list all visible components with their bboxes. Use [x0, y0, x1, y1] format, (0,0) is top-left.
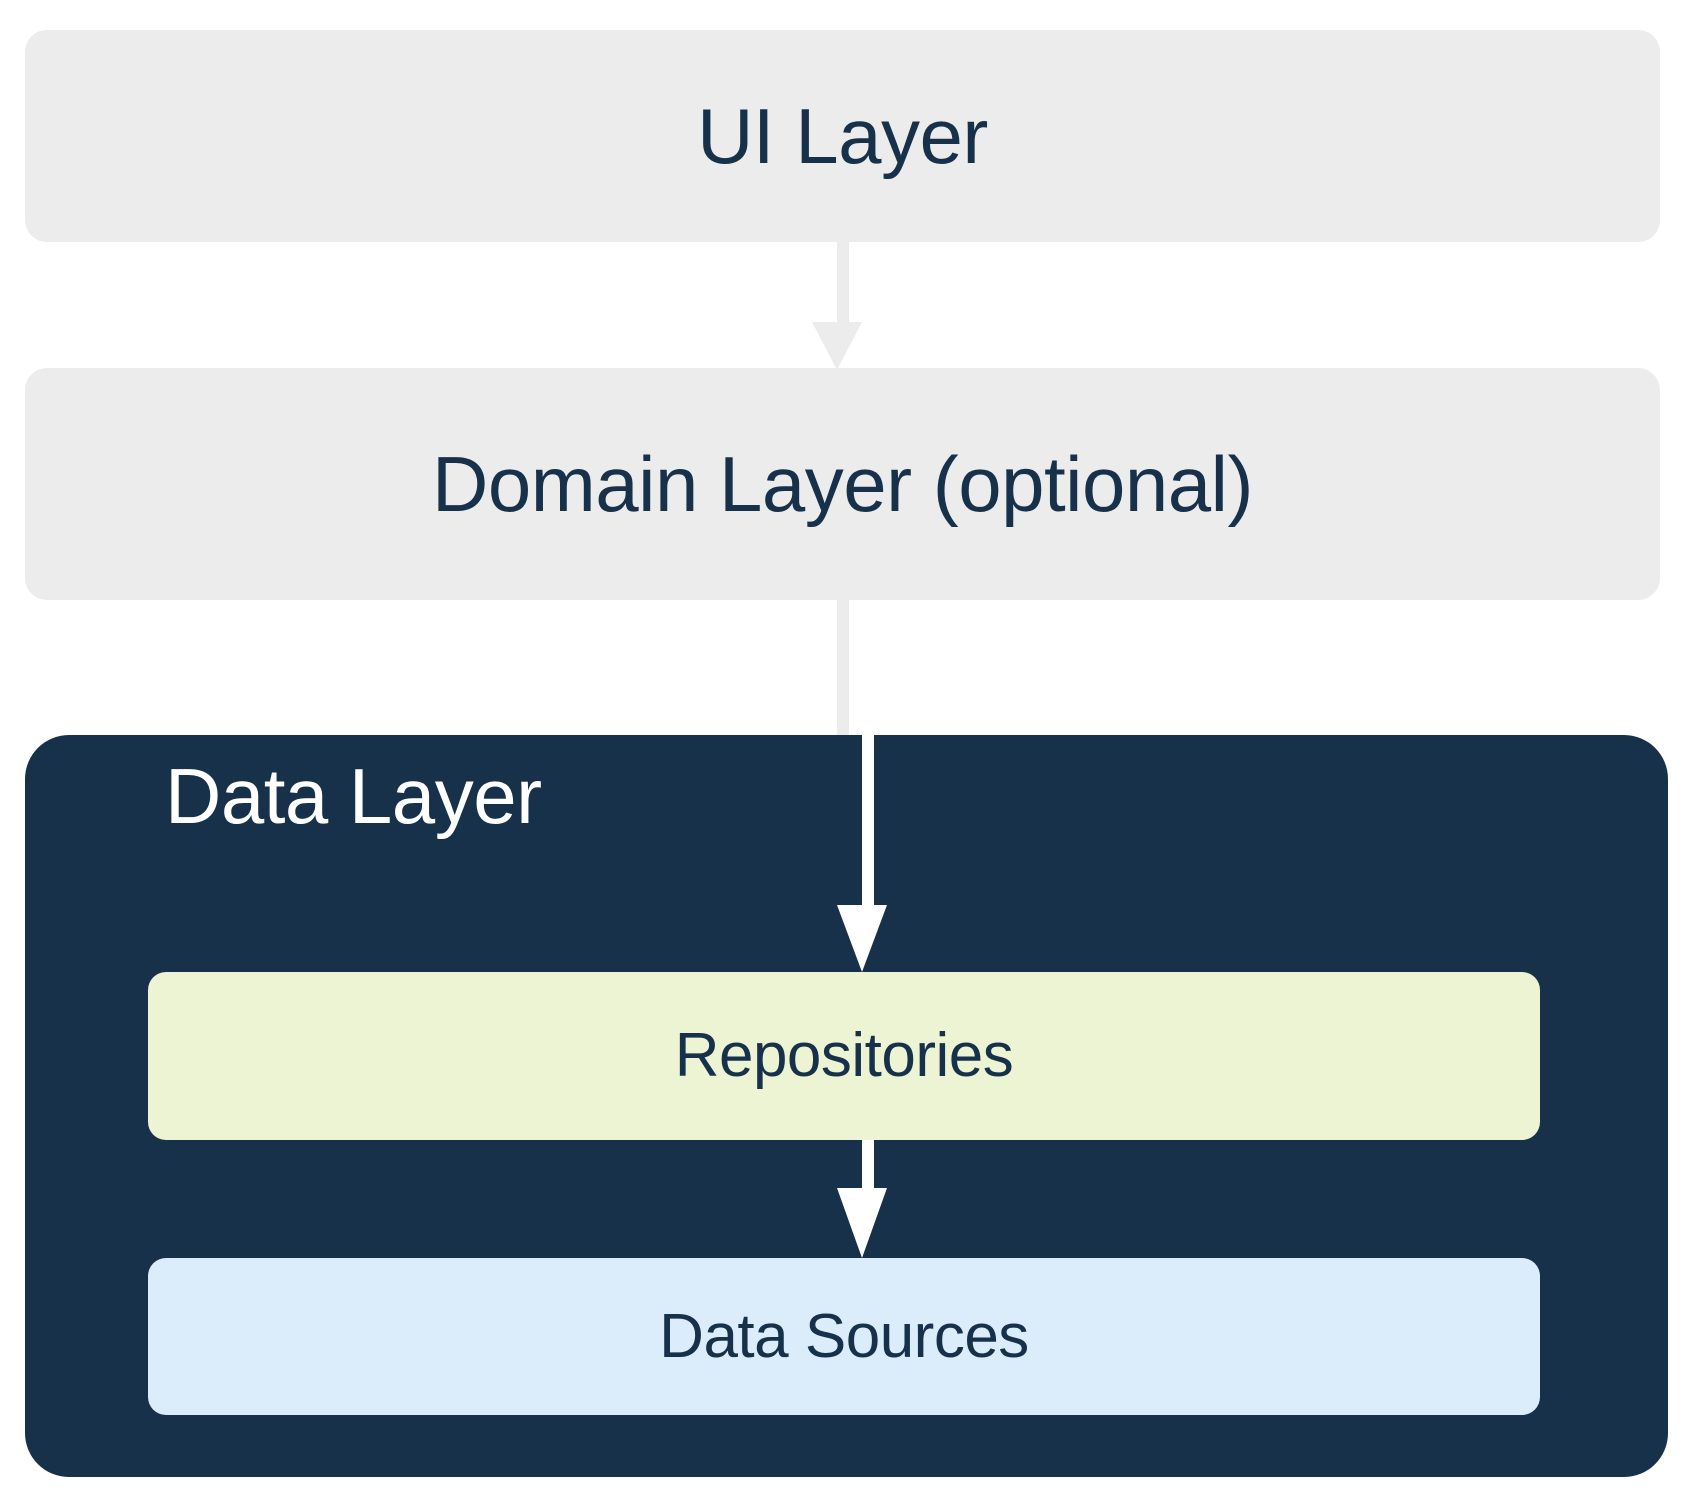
arrow-shaft — [862, 1140, 874, 1190]
repositories-box[interactable]: Repositories — [148, 972, 1540, 1140]
data-layer-box[interactable]: Data Layer Repositories Data Sources — [25, 735, 1668, 1477]
ui-layer-label: UI Layer — [697, 92, 988, 180]
arrow-shaft — [837, 242, 849, 324]
arrow-head — [837, 1188, 887, 1258]
arrow-shaft — [862, 735, 874, 907]
domain-layer-label: Domain Layer (optional) — [432, 440, 1253, 528]
ui-layer-box[interactable]: UI Layer — [25, 30, 1660, 242]
arrow-shaft-outer — [837, 600, 849, 737]
arrow-head — [837, 905, 887, 972]
arrow-head — [812, 322, 862, 370]
repositories-label: Repositories — [674, 1021, 1014, 1090]
arrow-repositories-to-data-sources-icon — [837, 1140, 899, 1258]
data-layer-label: Data Layer — [165, 752, 542, 840]
arrow-domain-to-repositories-inner-icon — [837, 735, 899, 972]
data-sources-label: Data Sources — [659, 1301, 1029, 1371]
domain-layer-box[interactable]: Domain Layer (optional) — [25, 368, 1660, 600]
data-sources-box[interactable]: Data Sources — [148, 1258, 1540, 1415]
